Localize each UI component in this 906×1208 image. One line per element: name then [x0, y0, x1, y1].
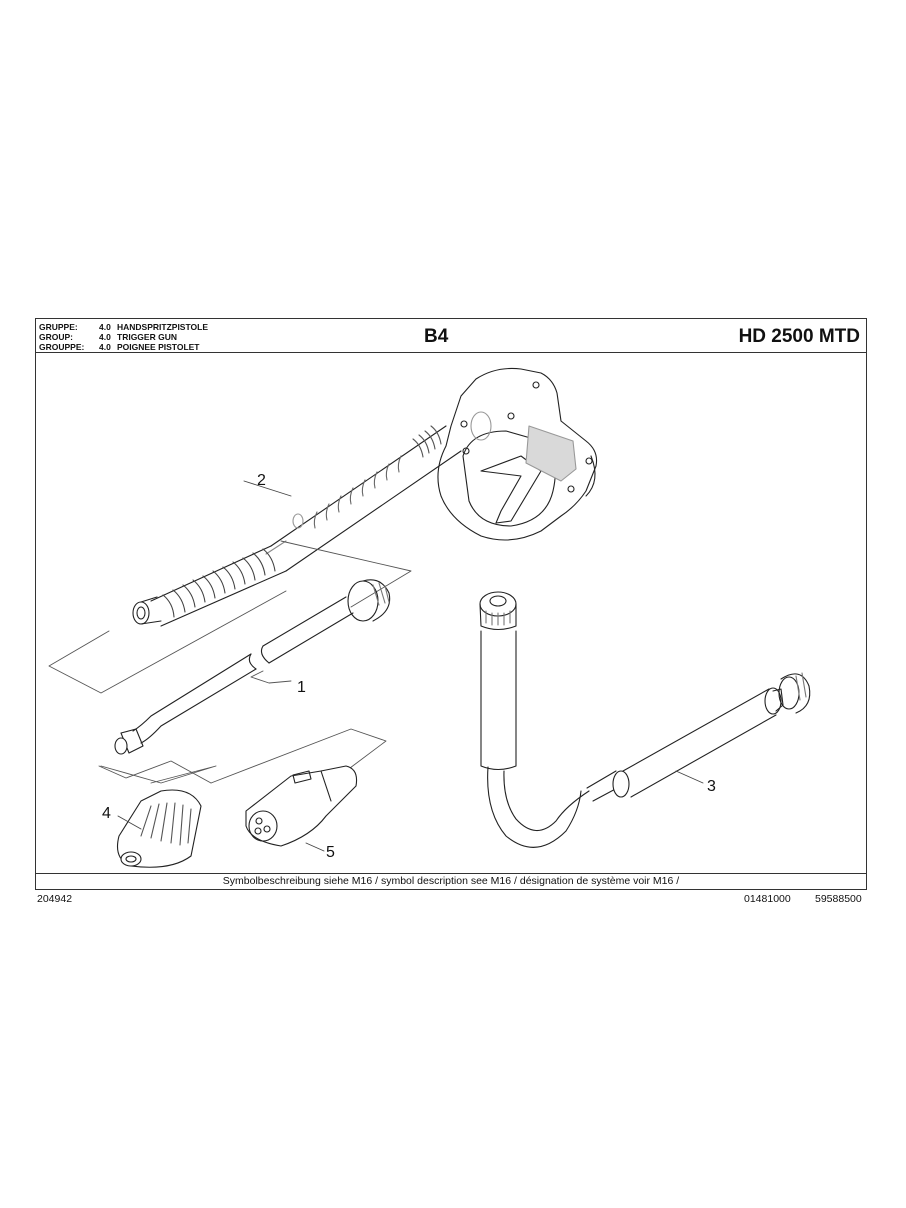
trigger-gun-handle [437, 367, 598, 541]
group-label: GROUP: [39, 332, 73, 342]
callout-4: 4 [102, 805, 111, 822]
group-number: 4.0 [99, 332, 111, 342]
group-label: GROUPPE: [39, 342, 85, 352]
leader-5 [305, 842, 325, 852]
group-number: 4.0 [99, 322, 111, 332]
callout-3: 3 [707, 778, 716, 795]
group-name: POIGNEE PISTOLET [117, 342, 200, 352]
callout-1: 1 [297, 679, 306, 696]
bracket-4-5 [100, 728, 387, 784]
group-number: 4.0 [99, 342, 111, 352]
rotary-nozzle [116, 789, 202, 868]
group-label: GRUPPE: [39, 322, 78, 332]
drawing-number: 204942 [37, 893, 73, 905]
lance-tube [114, 579, 391, 755]
extension-tube [132, 425, 462, 627]
group-table: GRUPPE: 4.0 HANDSPRITZPISTOLE GROUP: 4.0… [39, 322, 208, 352]
group-name: TRIGGER GUN [117, 332, 177, 342]
bent-lance [479, 591, 811, 848]
nozzle-cap [245, 765, 358, 847]
sheet-header: GRUPPE: 4.0 HANDSPRITZPISTOLE GROUP: 4.0… [36, 319, 866, 353]
group-name: HANDSPRITZPISTOLE [117, 322, 208, 332]
exploded-parts-drawing: 2 1 4 [48, 367, 811, 868]
document-code-2: 59588500 [815, 893, 862, 905]
callout-5: 5 [326, 844, 335, 861]
symbol-note: Symbolbeschreibung siehe M16 / symbol de… [36, 873, 866, 889]
group-row-de: GRUPPE: 4.0 HANDSPRITZPISTOLE [39, 322, 208, 332]
leader-1 [250, 670, 292, 684]
group-row-en: GROUP: 4.0 TRIGGER GUN [39, 332, 208, 342]
leader-3 [675, 770, 704, 784]
bracket-1 [48, 540, 412, 694]
sheet-code: B4 [424, 326, 449, 347]
group-row-fr: GROUPPE: 4.0 POIGNEE PISTOLET [39, 342, 208, 352]
document-code-1: 01481000 [744, 893, 791, 905]
leader-4 [117, 815, 142, 830]
model-title: HD 2500 MTD [738, 326, 860, 347]
parts-sheet: GRUPPE: 4.0 HANDSPRITZPISTOLE GROUP: 4.0… [35, 318, 867, 890]
leader-2 [243, 480, 292, 497]
callout-2: 2 [257, 472, 266, 489]
